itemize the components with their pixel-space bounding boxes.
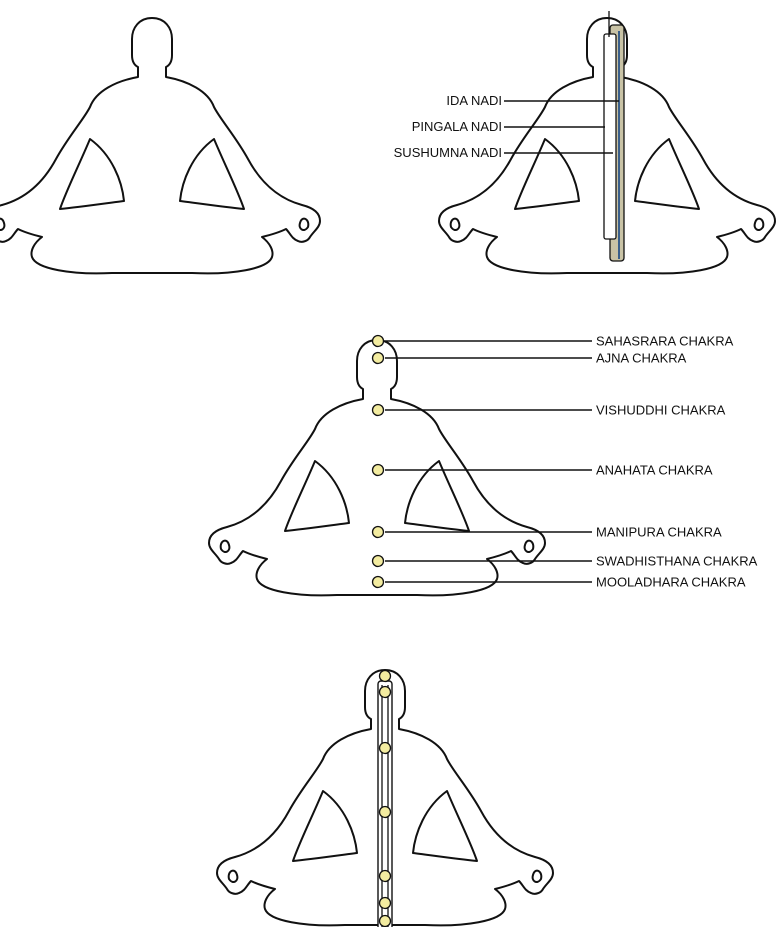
combined-vishuddhi-chakra-point xyxy=(380,743,391,754)
combined-sahasrara-chakra-point xyxy=(380,671,391,682)
manipura-chakra-label: MANIPURA CHAKRA xyxy=(596,525,722,540)
sushumna-nadi-label: SUSHUMNA NADI xyxy=(394,145,502,160)
combined-mooladhara-chakra-point xyxy=(380,916,391,927)
ajna-chakra-point xyxy=(373,353,384,364)
combined-anahata-chakra-point xyxy=(380,807,391,818)
seated-figure-outline xyxy=(0,18,320,273)
sahasrara-chakra-label: SAHASRARA CHAKRA xyxy=(596,334,734,349)
anahata-chakra-point xyxy=(373,465,384,476)
nadi-labels: IDA NADI PINGALA NADI SUSHUMNA NADI xyxy=(394,93,619,160)
vishuddhi-chakra-point xyxy=(373,405,384,416)
pingala-channel xyxy=(604,34,616,239)
chakra-markers: SAHASRARA CHAKRA AJNA CHAKRA VISHUDDHI CHA… xyxy=(373,334,758,590)
combined-ajna-chakra-point xyxy=(380,687,391,698)
mooladhara-chakra-label: MOOLADHARA CHAKRA xyxy=(596,575,746,590)
vishuddhi-chakra-label: VISHUDDHI CHAKRA xyxy=(596,403,726,418)
figure-plain xyxy=(0,18,320,273)
pingala-nadi-label: PINGALA NADI xyxy=(412,119,502,134)
swadhisthana-chakra-label: SWADHISTHANA CHAKRA xyxy=(596,554,758,569)
manipura-chakra-point xyxy=(373,527,384,538)
mooladhara-chakra-point xyxy=(373,577,384,588)
spinal-channel-outer xyxy=(378,681,392,927)
combined-swadhisthana-chakra-point xyxy=(380,898,391,909)
nadi-channels xyxy=(604,11,624,261)
anahata-chakra-label: ANAHATA CHAKRA xyxy=(596,463,713,478)
ida-nadi-label: IDA NADI xyxy=(446,93,502,108)
figure-combined xyxy=(217,670,553,927)
combined-manipura-chakra-point xyxy=(380,871,391,882)
ajna-chakra-label: AJNA CHAKRA xyxy=(596,351,687,366)
sahasrara-chakra-point xyxy=(373,336,384,347)
figure-nadis xyxy=(439,11,775,273)
swadhisthana-chakra-point xyxy=(373,556,384,567)
